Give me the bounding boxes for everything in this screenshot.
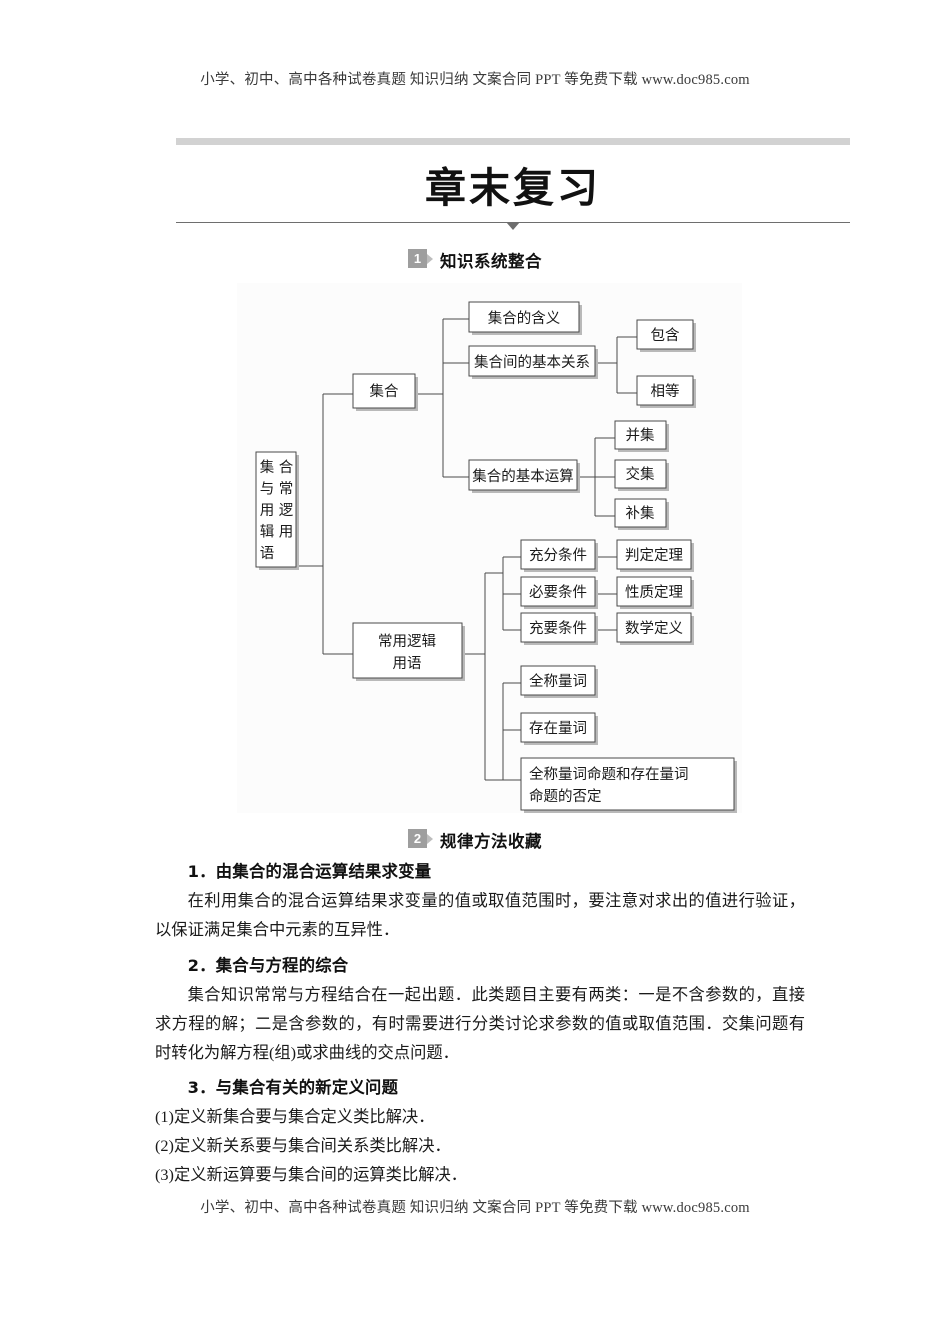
diagram-node-panding: 判定定理 (625, 547, 683, 564)
promo-banner-bottom: 小学、初中、高中各种试卷真题 知识归纳 文案合同 PPT 等免费下载 www.d… (200, 1200, 750, 1216)
diagram-root-col-left: 集与用辑语 (260, 459, 275, 562)
method-block-3: 3．与集合有关的新定义问题 (1)定义新集合要与集合定义类比解决． (2)定义新… (155, 1073, 805, 1189)
section-title-label: 知识系统整合 (440, 252, 542, 271)
diagram-node-chongyao: 充要条件 (529, 620, 587, 637)
method-list-item: (2)定义新关系要与集合间关系类比解决． (155, 1136, 451, 1155)
section-number-badge: 1 (408, 248, 433, 268)
knowledge-tree-diagram: 合常逻用 集与用辑语 集合 集合的含义 集合间的基本关系 包含 相等 集合的基本… (237, 283, 742, 813)
diagram-node-jihe: 集合 (370, 383, 399, 400)
diagram-node-jibenyunsuan: 集合的基本运算 (472, 468, 574, 485)
diagram-node-luoji-line2: 用语 (393, 655, 422, 672)
diagram-node-buji: 补集 (626, 505, 655, 522)
diagram-node-biyao: 必要条件 (529, 584, 587, 601)
section-header-methods: 2 规律方法收藏 (0, 828, 950, 852)
diagram-node-hanyi: 集合的含义 (488, 310, 561, 327)
chapter-title-block: 章末复习 (176, 138, 850, 231)
diagram-node-jibenguanxi: 集合间的基本关系 (474, 354, 590, 371)
diagram-root-col-right: 合常逻用 (279, 459, 294, 541)
diagram-node-jiaoji: 交集 (626, 465, 655, 483)
diagram-node-fouding-line2: 命题的否定 (529, 787, 602, 805)
method-block-2: 2．集合与方程的综合 集合知识常常与方程结合在一起出题．此类题目主要有两类：一是… (155, 951, 805, 1067)
method-paragraph: 集合知识常常与方程结合在一起出题．此类题目主要有两类：一是不含参数的，直接求方程… (155, 985, 805, 1062)
diagram-node-luoji-line1: 常用逻辑 (378, 633, 436, 650)
method-heading: 1．由集合的混合运算结果求变量 (187, 862, 432, 881)
section-title-label: 规律方法收藏 (440, 832, 542, 851)
diagram-node-cunzai: 存在量词 (529, 720, 587, 737)
method-list-item: (3)定义新运算要与集合间的运算类比解决． (155, 1165, 468, 1184)
diagram-node-fouding-line1: 全称量词命题和存在量词 (529, 765, 689, 783)
diagram-node-chongfen: 充分条件 (529, 547, 587, 564)
title-decoration-bar (176, 138, 850, 145)
diagram-node-shuxue: 数学定义 (625, 620, 683, 637)
method-paragraph: 在利用集合的混合运算结果求变量的值或取值范围时，要注意对求出的值进行验证，以保证… (155, 891, 805, 939)
caret-down-icon (506, 222, 520, 231)
diagram-node-baohan: 包含 (651, 327, 680, 344)
page-title: 章末复习 (425, 164, 601, 212)
method-list-item: (1)定义新集合要与集合定义类比解决． (155, 1107, 435, 1126)
method-block-1: 1．由集合的混合运算结果求变量 在利用集合的混合运算结果求变量的值或取值范围时，… (155, 857, 805, 944)
diagram-node-quancheng: 全称量词 (529, 672, 587, 690)
diagram-node-xiangdeng: 相等 (651, 382, 680, 400)
diagram-node-bingji: 并集 (626, 427, 655, 444)
method-heading: 2．集合与方程的综合 (187, 956, 349, 975)
method-heading: 3．与集合有关的新定义问题 (187, 1078, 399, 1097)
diagram-node-xingzhi: 性质定理 (625, 584, 683, 601)
promo-banner-top: 小学、初中、高中各种试卷真题 知识归纳 文案合同 PPT 等免费下载 www.d… (200, 72, 750, 88)
section-number-badge: 2 (408, 828, 433, 848)
title-underline (176, 222, 850, 231)
section-header-knowledge: 1 知识系统整合 (0, 248, 950, 272)
